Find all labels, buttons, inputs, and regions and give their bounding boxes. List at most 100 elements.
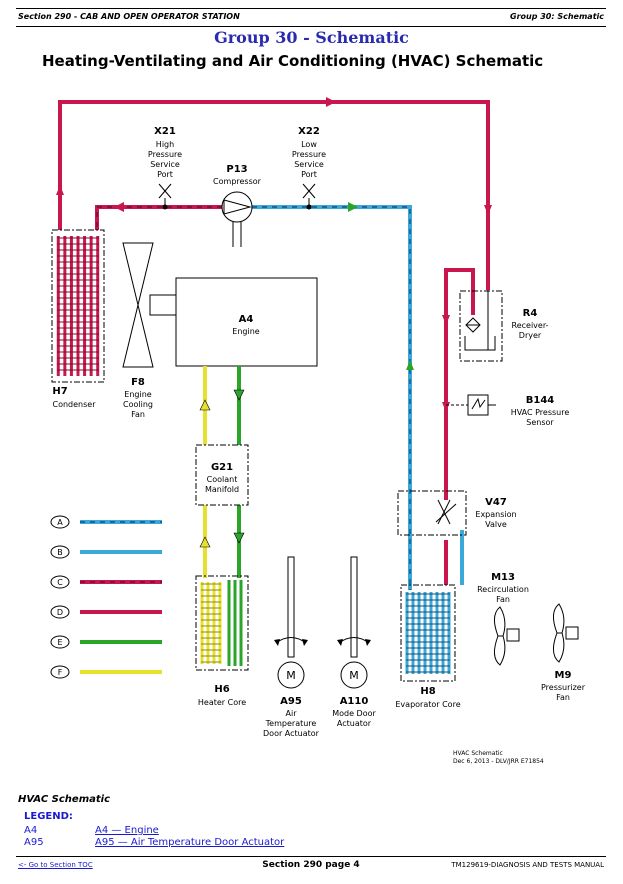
svg-text:High: High xyxy=(156,140,174,149)
line-legend-item: D xyxy=(50,605,162,619)
svg-text:Engine: Engine xyxy=(124,390,151,399)
svg-text:Mode Door: Mode Door xyxy=(332,709,376,718)
page-footer: <- Go to Section TOC Section 290 page 4 … xyxy=(16,856,606,877)
svg-text:Cooling: Cooling xyxy=(123,400,153,409)
figure-title: HVAC Schematic xyxy=(18,794,111,805)
recirculation-fan: M13 Recirculation Fan xyxy=(477,572,529,666)
engine: A4 Engine xyxy=(175,277,318,367)
high-pressure-service-port: X21 High Pressure Service Port xyxy=(148,126,182,210)
section-toc-link[interactable]: <- Go to Section TOC xyxy=(18,861,93,869)
svg-text:Manifold: Manifold xyxy=(205,485,239,494)
line-legend-key: E xyxy=(57,638,62,647)
condenser: H7 Condenser xyxy=(51,229,105,409)
line-high-pressure-vapor xyxy=(95,205,222,230)
line-legend-item: A xyxy=(50,515,162,529)
svg-text:Pressure: Pressure xyxy=(292,150,326,159)
line-legend-item: B xyxy=(50,545,162,559)
legend-header: LEGEND: xyxy=(24,811,73,822)
legend-link-air-temperature-door-actuator[interactable]: A95 — Air Temperature Door Actuator xyxy=(95,837,285,848)
svg-text:A95: A95 xyxy=(280,696,302,707)
line-suction xyxy=(252,205,412,590)
svg-text:H6: H6 xyxy=(214,684,229,695)
svg-text:F8: F8 xyxy=(131,377,145,388)
line-liquid-to-expansion xyxy=(444,268,475,500)
hvac-schematic-diagram: X21 High Pressure Service Port X22 Low P… xyxy=(50,97,586,765)
line-legend-item: C xyxy=(50,575,162,589)
svg-text:Condenser: Condenser xyxy=(53,400,97,409)
svg-text:Fan: Fan xyxy=(131,410,145,419)
svg-text:Recirculation: Recirculation xyxy=(477,585,529,594)
page-number: Section 290 page 4 xyxy=(262,860,360,870)
air-temperature-door-actuator: M A95 Air Temperature Door Actuator xyxy=(263,556,320,738)
coolant-manifold: G21 Coolant Manifold xyxy=(195,444,249,506)
svg-text:Port: Port xyxy=(301,170,317,179)
group-title: Group 30 - Schematic xyxy=(214,28,409,47)
heater-core: H6 Heater Core xyxy=(195,575,249,707)
line-legend-item: E xyxy=(50,635,162,649)
svg-text:Expansion: Expansion xyxy=(475,510,516,519)
svg-text:B144: B144 xyxy=(526,395,555,406)
diagram-note-title: HVAC Schematic xyxy=(453,750,503,757)
svg-text:Compressor: Compressor xyxy=(213,177,262,186)
svg-text:G21: G21 xyxy=(211,462,233,473)
line-legend-key: A xyxy=(57,518,63,527)
svg-text:Door Actuator: Door Actuator xyxy=(263,729,320,738)
svg-text:A4: A4 xyxy=(239,314,254,325)
line-high-pressure-liquid xyxy=(58,100,490,290)
svg-text:M9: M9 xyxy=(555,670,572,681)
svg-text:Temperature: Temperature xyxy=(265,719,317,728)
page-header: Section 290 - CAB AND OPEN OPERATOR STAT… xyxy=(16,8,606,27)
svg-text:M: M xyxy=(349,669,359,682)
svg-text:Pressurizer: Pressurizer xyxy=(541,683,586,692)
line-legend-item: F xyxy=(50,665,162,679)
svg-text:HVAC Pressure: HVAC Pressure xyxy=(511,408,570,417)
diagram-note-date: Dec 6, 2013 - DLV/JRR E71854 xyxy=(453,758,544,765)
svg-text:Receiver-: Receiver- xyxy=(512,321,549,330)
receiver-dryer: R4 Receiver- Dryer xyxy=(459,290,549,362)
svg-text:H8: H8 xyxy=(420,686,435,697)
mode-door-actuator: M A110 Mode Door Actuator xyxy=(332,556,377,728)
svg-text:M13: M13 xyxy=(491,572,515,583)
svg-text:Air: Air xyxy=(286,709,298,718)
svg-text:Service: Service xyxy=(294,160,324,169)
engine-cooling-fan: F8 Engine Cooling Fan xyxy=(122,242,177,419)
evaporator-core: H8 Evaporator Core xyxy=(395,584,461,709)
line-legend-key: C xyxy=(57,578,63,587)
svg-text:M: M xyxy=(286,669,296,682)
svg-text:Valve: Valve xyxy=(485,520,507,529)
page-title: Heating-Ventilating and Air Conditioning… xyxy=(42,52,544,70)
line-legend-key: B xyxy=(57,548,63,557)
manual-name: TM129619-DIAGNOSIS AND TESTS MANUAL xyxy=(451,861,604,869)
line-legend-key: D xyxy=(57,608,63,617)
svg-text:Service: Service xyxy=(150,160,180,169)
x21-id: X21 xyxy=(154,126,176,137)
line-type-legend: A B C D E F xyxy=(50,515,162,679)
svg-text:Fan: Fan xyxy=(496,595,510,604)
svg-text:Evaporator Core: Evaporator Core xyxy=(395,700,460,709)
svg-text:Actuator: Actuator xyxy=(337,719,372,728)
line-legend-key: F xyxy=(58,668,63,677)
legend-link-engine[interactable]: A4 — Engine xyxy=(95,825,159,836)
svg-text:V47: V47 xyxy=(485,497,507,508)
svg-text:Engine: Engine xyxy=(232,327,259,336)
svg-text:P13: P13 xyxy=(226,164,247,175)
x22-id: X22 xyxy=(298,126,320,137)
svg-text:Sensor: Sensor xyxy=(526,418,554,427)
svg-text:Low: Low xyxy=(301,140,317,149)
svg-text:Heater Core: Heater Core xyxy=(198,698,246,707)
pressurizer-fan: M9 Pressurizer Fan xyxy=(541,603,586,702)
svg-text:A110: A110 xyxy=(340,696,369,707)
legend-key: A95 xyxy=(24,837,44,848)
svg-text:H7: H7 xyxy=(52,386,67,397)
legend-key: A4 xyxy=(24,825,38,836)
expansion-valve: V47 Expansion Valve xyxy=(397,490,517,536)
svg-text:Pressure: Pressure xyxy=(148,150,182,159)
svg-text:R4: R4 xyxy=(523,308,538,319)
svg-text:Fan: Fan xyxy=(556,693,570,702)
group-label: Group 30: Schematic xyxy=(510,12,604,21)
svg-text:Dryer: Dryer xyxy=(519,331,542,340)
compressor: P13 Compressor xyxy=(213,164,262,247)
hvac-pressure-sensor: B144 HVAC Pressure Sensor xyxy=(446,394,570,427)
low-pressure-service-port: X22 Low Pressure Service Port xyxy=(292,126,326,210)
svg-text:Coolant: Coolant xyxy=(207,475,238,484)
